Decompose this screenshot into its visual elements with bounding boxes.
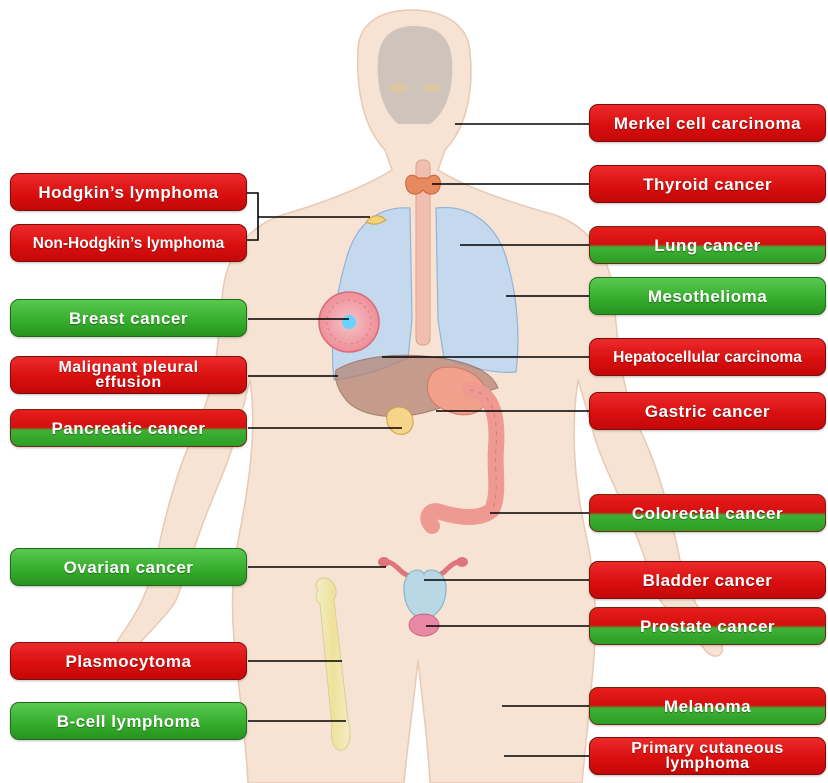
label-pancreatic-cancer: Pancreatic cancer: [10, 409, 247, 447]
eye-icon: [423, 83, 441, 93]
label-mesothelioma: Mesothelioma: [589, 277, 826, 315]
label-thyroid-cancer: Thyroid cancer: [589, 165, 826, 203]
prostate: [409, 614, 439, 636]
label-prostate-cancer: Prostate cancer: [589, 607, 826, 645]
label-gastric-cancer: Gastric cancer: [589, 392, 826, 430]
label-non-hodgkins-lymphoma: Non-Hodgkin’s lymphoma: [10, 224, 247, 262]
label-ovarian-cancer: Ovarian cancer: [10, 548, 247, 586]
breast-tumor: [319, 292, 379, 352]
label-primary-cutaneous-lymphoma: Primary cutaneous lymphoma: [589, 737, 826, 775]
eye-icon: [389, 83, 407, 93]
label-malignant-pleural-effusion: Malignant pleural effusion: [10, 356, 247, 394]
label-plasmocytoma: Plasmocytoma: [10, 642, 247, 680]
label-breast-cancer: Breast cancer: [10, 299, 247, 337]
label-lung-cancer: Lung cancer: [589, 226, 826, 264]
label-bladder-cancer: Bladder cancer: [589, 561, 826, 599]
label-hepatocellular-carcinoma: Hepatocellular carcinoma: [589, 338, 826, 376]
label-colorectal-cancer: Colorectal cancer: [589, 494, 826, 532]
ovary: [456, 557, 468, 567]
label-melanoma: Melanoma: [589, 687, 826, 725]
head-overlay: [378, 26, 453, 124]
label-hodgkins-lymphoma: Hodgkin’s lymphoma: [10, 173, 247, 211]
label-merkel-cell-carcinoma: Merkel cell carcinoma: [589, 104, 826, 142]
ovary: [378, 557, 390, 567]
label-b-cell-lymphoma: B-cell lymphoma: [10, 702, 247, 740]
